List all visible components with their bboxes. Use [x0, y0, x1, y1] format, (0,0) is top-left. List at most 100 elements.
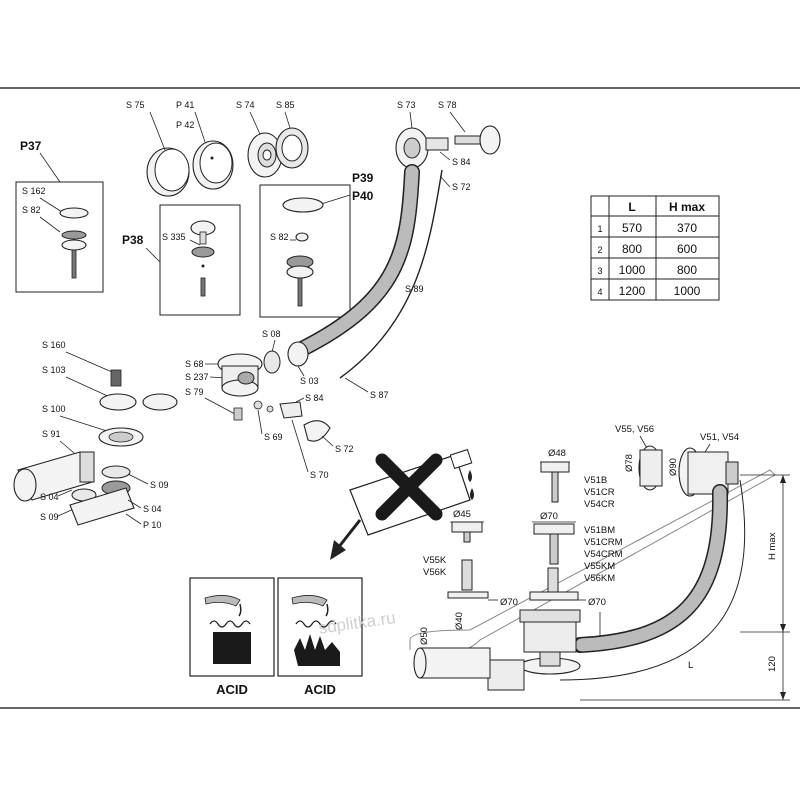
table-header-hmax: H max [669, 200, 705, 214]
label-p42: P 42 [176, 120, 194, 130]
dim-d70b: Ø70 [500, 597, 518, 608]
table-row-idx: 4 [597, 287, 602, 297]
dim-d45: Ø45 [453, 509, 471, 520]
label-s08: S 08 [262, 329, 281, 339]
table-cell-l: 570 [622, 221, 642, 235]
label-v51cr: V51CR [584, 487, 615, 498]
table-cell-l: 1000 [619, 263, 646, 277]
part-v51-overflow-head [678, 447, 739, 497]
label-p10: P 10 [143, 520, 161, 530]
part-p38-plug [190, 220, 216, 297]
label-s09a: S 09 [40, 512, 59, 522]
table-row-idx: 1 [597, 224, 602, 234]
dim-d70c: Ø70 [588, 597, 606, 608]
label-s89: S 89 [405, 284, 424, 294]
part-s85-gasket [275, 127, 309, 169]
part-s72-cover [303, 420, 331, 442]
dim-l-curve [559, 479, 746, 681]
label-p39: P39 [352, 171, 374, 185]
dim-120: 120 [767, 656, 778, 672]
part-s103-ring [99, 393, 137, 411]
dim-hmax: H max [767, 532, 778, 560]
size-table: L H max 1 570 370 2 800 600 3 1000 800 4… [590, 195, 720, 301]
part-v51bm-stem [529, 567, 579, 601]
label-s237: S 237 [185, 372, 209, 382]
label-v56km: V56KM [584, 573, 615, 584]
part-s68-waste-body [217, 353, 263, 421]
table-cell-l: 800 [622, 242, 642, 256]
label-s69: S 69 [264, 432, 283, 442]
dim-d70a: Ø70 [540, 511, 558, 522]
part-v55k-stem [447, 559, 489, 599]
part-s78-handle [454, 125, 501, 155]
label-s91: S 91 [42, 429, 61, 439]
dim-d90: Ø90 [668, 458, 679, 476]
label-s87: S 87 [370, 390, 389, 400]
label-p37: P37 [20, 139, 42, 153]
label-s70: S 70 [310, 470, 329, 480]
part-s73-overflow-head [395, 127, 449, 169]
label-s84b: S 84 [305, 393, 324, 403]
dim-d40: Ø40 [454, 612, 465, 630]
label-v54cr: V54CR [584, 499, 615, 510]
label-s04b: S 04 [143, 504, 162, 514]
label-v56k: V56K [423, 567, 447, 578]
dim-l: L [688, 660, 693, 671]
label-p38: P38 [122, 233, 144, 247]
part-s03-nut [287, 341, 309, 367]
label-s160: S 160 [42, 340, 66, 350]
label-v55k: V55K [423, 555, 447, 566]
prohibited-cross-icon [375, 453, 443, 521]
acid-warning-2 [277, 577, 363, 677]
part-plug-d48 [540, 461, 570, 503]
section-hose [572, 484, 729, 653]
dim-d50: Ø50 [419, 627, 430, 645]
part-flange [142, 393, 178, 411]
box-p37 [15, 181, 104, 293]
label-s68: S 68 [185, 359, 204, 369]
label-s73: S 73 [397, 100, 416, 110]
box-p39-p40 [259, 184, 351, 318]
dim-d78: Ø78 [624, 454, 635, 472]
label-v51v54: V51, V54 [700, 432, 739, 443]
part-s89-drain-hose [292, 164, 420, 358]
part-plug-d70 [533, 523, 575, 565]
table-cell-h: 800 [677, 263, 697, 277]
acid-label-1: ACID [216, 682, 248, 697]
acid-warning-1 [189, 577, 275, 677]
table-header-l: L [628, 200, 635, 214]
label-s78: S 78 [438, 100, 457, 110]
label-s72b: S 72 [335, 444, 354, 454]
label-s74: S 74 [236, 100, 255, 110]
label-s162: S 162 [22, 186, 46, 196]
part-s91-trap [13, 451, 95, 502]
table-row-idx: 3 [597, 266, 602, 276]
label-s04a: S 04 [40, 492, 59, 502]
part-s75-cap [146, 147, 190, 197]
acid-label-2: ACID [304, 682, 336, 697]
label-s103: S 103 [42, 365, 66, 375]
part-plug-d45 [451, 521, 483, 543]
part-p37-plug [59, 207, 89, 279]
label-v55v56: V55, V56 [615, 424, 654, 435]
table-cell-h: 600 [677, 242, 697, 256]
label-s100: S 100 [42, 404, 66, 414]
table-cell-h: 370 [677, 221, 697, 235]
label-s85: S 85 [276, 100, 295, 110]
part-v55-overflow-cap [638, 445, 663, 491]
label-s84a: S 84 [452, 157, 471, 167]
arrow-down-left-icon [330, 519, 362, 560]
label-s72a: S 72 [452, 182, 471, 192]
dim-hmax-line [740, 474, 790, 633]
part-s84-valve [253, 400, 303, 419]
part-s08-nut [263, 350, 281, 374]
part-p39-plug [282, 197, 324, 307]
label-v51b: V51B [584, 475, 607, 486]
table-cell-h: 1000 [674, 284, 701, 298]
part-p41-cap [192, 140, 234, 190]
part-s100-nut [98, 427, 144, 447]
table-cell-l: 1200 [619, 284, 646, 298]
label-v54crm: V54CRM [584, 549, 623, 560]
